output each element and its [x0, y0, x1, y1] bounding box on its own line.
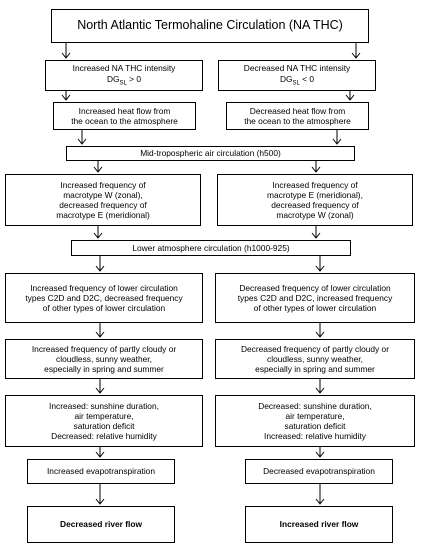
- mid-circulation-box: Mid-tropospheric air circulation (h500): [66, 146, 355, 161]
- right-evapotranspiration-text: Decreased evapotranspiration: [263, 466, 375, 477]
- right-effects-box: Decreased: sunshine duration, air temper…: [215, 395, 415, 447]
- left-macrotype-line3: decreased frequency of: [59, 200, 147, 210]
- left-river-flow-text: Decreased river flow: [60, 519, 142, 530]
- down-arrow: [351, 43, 361, 59]
- left-weather-box: Increased frequency of partly cloudy or …: [5, 339, 203, 379]
- left-lower-types-line1: Increased frequency of lower circulation: [30, 282, 178, 293]
- right-intensity-box: Decreased NA THC intensity DGSL < 0: [218, 60, 376, 91]
- right-effects-line3: saturation deficit: [284, 421, 346, 431]
- down-arrow: [95, 323, 105, 338]
- down-arrow: [345, 91, 355, 101]
- down-arrow: [93, 161, 103, 173]
- down-arrow: [332, 130, 342, 145]
- right-macrotype-line4: macrotype W (zonal): [276, 210, 354, 221]
- left-intensity-line1: Increased NA THC intensity: [72, 63, 176, 74]
- right-lower-types-box: Decreased frequency of lower circulation…: [215, 273, 415, 323]
- left-effects-line3: saturation deficit: [73, 421, 135, 431]
- right-river-flow-box: Increased river flow: [245, 506, 393, 543]
- left-heat-line2: the ocean to the atmosphere: [71, 116, 178, 126]
- down-arrow: [315, 256, 325, 272]
- right-weather-line1: Decreased frequency of partly cloudy or: [240, 343, 390, 354]
- down-arrow: [95, 256, 105, 272]
- left-lower-types-line3: of other types of lower circulation: [42, 303, 166, 314]
- right-heat-line1: Decreased heat flow from: [249, 105, 346, 116]
- left-lower-types-box: Increased frequency of lower circulation…: [5, 273, 203, 323]
- left-effects-line1: Increased: sunshine duration,: [49, 400, 159, 411]
- right-river-flow-text: Increased river flow: [279, 519, 359, 530]
- down-arrow: [61, 43, 71, 59]
- right-effects-line2: air temperature,: [285, 410, 345, 421]
- left-macrotype-line1: Increased frequency of: [60, 179, 146, 190]
- down-arrow: [95, 379, 105, 394]
- left-effects-line4: Decreased: relative humidity: [51, 431, 157, 442]
- left-weather-line1: Increased frequency of partly cloudy or: [31, 343, 177, 354]
- left-macrotype-line2: macrotype W (zonal),: [63, 189, 143, 200]
- down-arrow: [315, 484, 325, 505]
- down-arrow: [93, 226, 103, 239]
- down-arrow: [315, 447, 325, 458]
- right-intensity-line2: DGSL < 0: [279, 73, 315, 87]
- down-arrow: [311, 226, 321, 239]
- left-lower-types-line2: types C2D and D2C, decreased frequency: [25, 292, 183, 303]
- right-lower-types-line1: Decreased frequency of lower circulation: [239, 282, 391, 293]
- left-intensity-line2: DGSL > 0: [106, 73, 142, 87]
- down-arrow: [95, 484, 105, 505]
- mid-circulation-text: Mid-tropospheric air circulation (h500): [140, 148, 281, 159]
- right-heat-line2: the ocean to the atmosphere: [244, 116, 351, 126]
- down-arrow: [315, 323, 325, 338]
- left-heat-line1: Increased heat flow from: [78, 105, 171, 116]
- left-macrotype-box: Increased frequency of macrotype W (zona…: [5, 174, 201, 226]
- left-weather-line3: especially in spring and summer: [44, 364, 164, 375]
- left-effects-line2: air temperature,: [74, 410, 134, 421]
- down-arrow: [95, 447, 105, 458]
- right-heat-box: Decreased heat flow from the ocean to th…: [226, 102, 369, 130]
- down-arrow: [311, 161, 321, 173]
- right-effects-line4: Increased: relative humidity: [264, 431, 366, 442]
- title-box: North Atlantic Termohaline Circulation (…: [51, 9, 369, 43]
- lower-circulation-text: Lower atmosphere circulation (h1000-925): [132, 242, 290, 253]
- left-river-flow-box: Decreased river flow: [27, 506, 175, 543]
- title-text: North Atlantic Termohaline Circulation (…: [77, 18, 343, 33]
- right-weather-line2: cloudless, sunny weather,: [267, 353, 363, 364]
- right-evapotranspiration-box: Decreased evapotranspiration: [245, 459, 393, 484]
- right-weather-line3: especially in spring and summer: [255, 364, 375, 375]
- left-evapotranspiration-box: Increased evapotranspiration: [27, 459, 175, 484]
- left-macrotype-line4: macrotype E (meridional): [56, 210, 150, 221]
- left-evapotranspiration-text: Increased evapotranspiration: [46, 466, 155, 477]
- down-arrow: [61, 91, 71, 101]
- right-effects-line1: Decreased: sunshine duration,: [258, 400, 372, 411]
- left-effects-box: Increased: sunshine duration, air temper…: [5, 395, 203, 447]
- lower-circulation-box: Lower atmosphere circulation (h1000-925): [71, 240, 351, 256]
- right-macrotype-line3: decreased frequency of: [271, 200, 359, 210]
- down-arrow: [77, 130, 87, 145]
- left-weather-line2: cloudless, sunny weather,: [56, 353, 152, 364]
- right-weather-box: Decreased frequency of partly cloudy or …: [215, 339, 415, 379]
- right-intensity-line1: Decreased NA THC intensity: [243, 63, 351, 74]
- right-lower-types-line3: of other types of lower circulation: [253, 303, 377, 314]
- right-macrotype-line1: Increased frequency of: [272, 179, 358, 190]
- left-heat-box: Increased heat flow from the ocean to th…: [53, 102, 196, 130]
- right-macrotype-line2: macrotype E (meridional),: [267, 189, 363, 200]
- left-intensity-box: Increased NA THC intensity DGSL > 0: [45, 60, 203, 91]
- right-lower-types-line2: types C2D and D2C, increased frequency: [237, 292, 393, 303]
- right-macrotype-box: Increased frequency of macrotype E (meri…: [217, 174, 413, 226]
- down-arrow: [315, 379, 325, 394]
